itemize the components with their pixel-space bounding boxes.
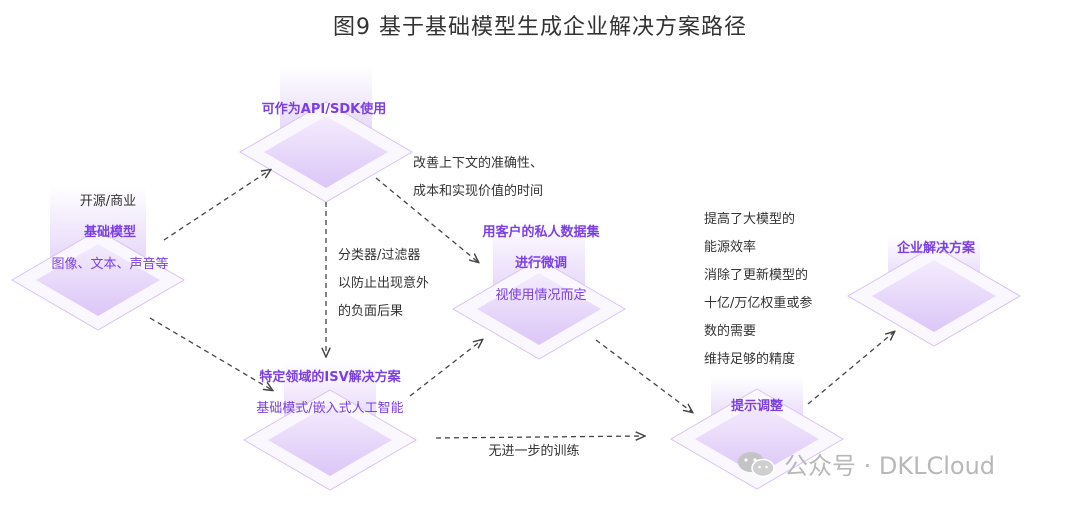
diamond-isv bbox=[243, 360, 417, 491]
arrow-base-to-isv bbox=[149, 317, 272, 390]
isv-node-subtitle: 基础模式/嵌入式人工智能 bbox=[256, 401, 404, 416]
annotation-line: 分类器/过滤器 bbox=[338, 248, 421, 263]
annotation-line: 十亿/万亿权重或参 bbox=[704, 296, 813, 311]
base-model-top-label: 开源/商业 bbox=[79, 194, 137, 209]
annotation-line: 改善上下文的准确性、 bbox=[413, 156, 544, 171]
arrow-api-to-finetune bbox=[375, 177, 478, 262]
annotation-line: 消除了更新模型的 bbox=[704, 268, 809, 283]
finetune-node-title-line2: 进行微调 bbox=[514, 256, 568, 271]
diagram-title: 图9 基于基础模型生成企业解决方案路径 bbox=[333, 15, 747, 40]
finetune-node-title-line1: 用客户的私人数据集 bbox=[482, 225, 600, 240]
arrow-isv-to-finetune bbox=[409, 340, 482, 397]
annotation-line: 维持足够的精度 bbox=[704, 352, 796, 367]
annotation-api-to-isv: 分类器/过滤器 以防止出现意外 的负面后果 bbox=[338, 242, 429, 326]
diamond-base-model bbox=[11, 186, 185, 331]
annotation-line: 数的需要 bbox=[704, 324, 757, 339]
annotation-line: 能源效率 bbox=[704, 240, 757, 255]
finetune-node-subtitle: 视使用情况而定 bbox=[495, 288, 587, 303]
diamond-finetune bbox=[452, 220, 626, 360]
watermark-text: 公众号 · DKLCloud bbox=[784, 452, 996, 480]
isv-node-title: 特定领域的ISV解决方案 bbox=[259, 370, 401, 385]
annotation-isv-to-prompt: 无进一步的训练 bbox=[488, 444, 580, 459]
api-node-title: 可作为API/SDK使用 bbox=[261, 102, 387, 117]
diamond-enterprise bbox=[847, 236, 1021, 347]
annotation-api-to-finetune: 改善上下文的准确性、 成本和实现价值的时间 bbox=[413, 150, 543, 206]
wechat-icon bbox=[738, 451, 775, 477]
watermark: 公众号 · DKLCloud bbox=[736, 446, 995, 481]
diamond-prompt bbox=[670, 376, 844, 490]
base-model-subtitle: 图像、文本、声音等 bbox=[51, 257, 169, 272]
annotation-prompt-benefits: 提高了大模型的 能源效率 消除了更新模型的 十亿/万亿权重或参 数的需要 维持足… bbox=[704, 206, 812, 374]
prompt-node-title: 提示调整 bbox=[730, 399, 784, 414]
diamond-api bbox=[239, 66, 413, 203]
annotation-line: 提高了大模型的 bbox=[704, 212, 796, 227]
annotation-line: 以防止出现意外 bbox=[338, 276, 430, 291]
arrow-prompt-to-enterprise bbox=[807, 332, 894, 405]
arrow-finetune-to-prompt bbox=[595, 339, 692, 412]
arrow-base-to-api bbox=[163, 170, 270, 241]
base-model-title: 基础模型 bbox=[83, 225, 137, 240]
enterprise-node-title: 企业解决方案 bbox=[896, 241, 976, 256]
annotation-line: 的负面后果 bbox=[338, 304, 404, 319]
arrow-isv-to-prompt bbox=[435, 436, 644, 438]
annotation-line: 成本和实现价值的时间 bbox=[413, 184, 544, 199]
